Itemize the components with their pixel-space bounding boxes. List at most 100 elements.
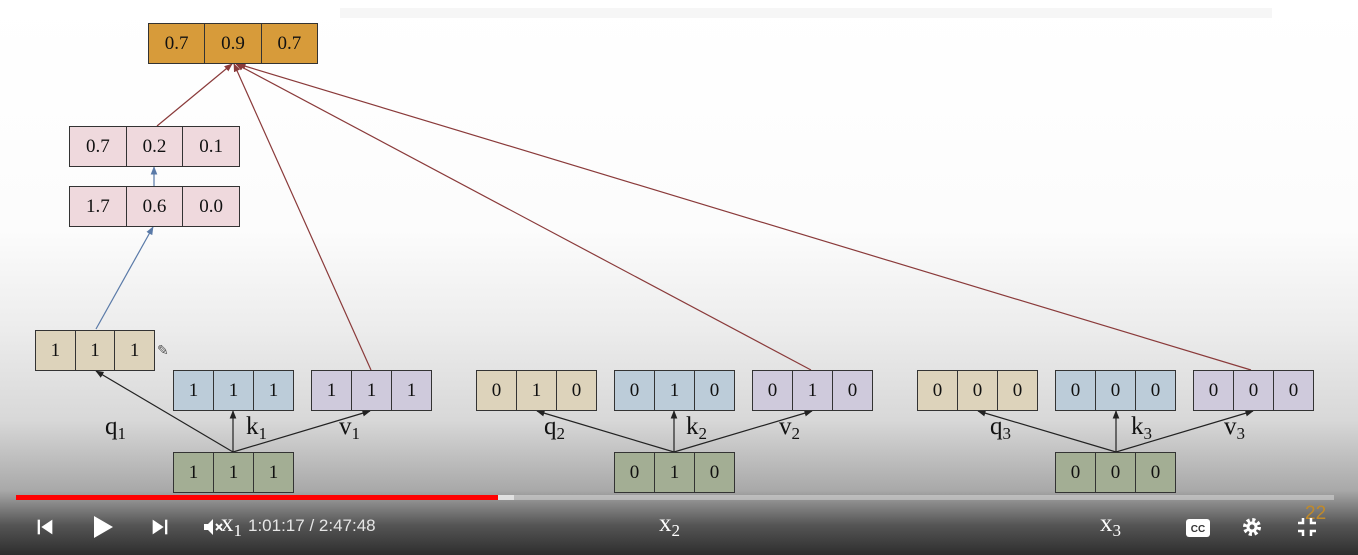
time-total: 2:47:48 — [318, 516, 376, 535]
x2-cell: 1 — [655, 453, 695, 492]
arrow-x3-to-v3 — [1115, 409, 1254, 453]
score-cell: 0.6 — [127, 187, 184, 226]
x3-cell: 0 — [1096, 453, 1136, 492]
x3-label: x3 — [1100, 510, 1121, 540]
scores-vector: 1.7 0.6 0.0 — [69, 186, 240, 227]
v1-label: v1 — [339, 413, 360, 443]
arrow-v3-to-output — [237, 62, 1252, 371]
softmax-cell: 0.2 — [127, 127, 184, 166]
x2-cell: 0 — [615, 453, 655, 492]
output-cell: 0.7 — [149, 24, 206, 63]
svg-text:CC: CC — [1191, 524, 1205, 535]
output-cell: 0.7 — [277, 32, 302, 54]
x1-cell: 1 — [268, 461, 279, 483]
q3-vector: 0 0 0 — [917, 370, 1038, 411]
gear-icon — [1243, 518, 1261, 536]
k1-cell: 1 — [174, 371, 214, 410]
v1-vector: 1 1 1 — [311, 370, 432, 411]
k3-cell: 0 — [1150, 379, 1161, 401]
time-current: 1:01:17 — [248, 516, 305, 535]
k3-cell: 0 — [1096, 371, 1136, 410]
q3-cell: 0 — [1012, 379, 1023, 401]
v3-label: v3 — [1224, 413, 1245, 443]
k2-vector: 0 1 0 — [614, 370, 735, 411]
v2-label: v2 — [779, 413, 800, 443]
exit-fullscreen-icon — [1298, 518, 1316, 536]
q2-vector: 0 1 0 — [476, 370, 597, 411]
skip-next-button[interactable] — [145, 512, 175, 542]
v3-cell: 0 — [1234, 371, 1274, 410]
k1-cell: 1 — [268, 379, 279, 401]
x2-label: x2 — [659, 510, 680, 540]
captions-button[interactable]: CC — [1183, 513, 1213, 543]
v1-cell: 1 — [312, 371, 352, 410]
k1-cell: 1 — [214, 371, 254, 410]
k3-vector: 0 0 0 — [1055, 370, 1176, 411]
x1-cell: 1 — [214, 453, 254, 492]
skip-previous-button[interactable] — [30, 512, 60, 542]
score-cell: 1.7 — [70, 187, 127, 226]
q3-cell: 0 — [918, 371, 958, 410]
skip-previous-icon — [37, 519, 53, 535]
progress-played — [16, 495, 499, 500]
x3-cell: 0 — [1150, 461, 1161, 483]
pencil-cursor-icon: ✎ — [157, 344, 169, 359]
q2-cell: 1 — [517, 371, 557, 410]
x1-label: x1 — [221, 510, 242, 540]
play-icon — [94, 516, 113, 538]
volume-muted-icon — [204, 519, 223, 535]
v1-cell: 1 — [406, 379, 417, 401]
v2-cell: 0 — [753, 371, 793, 410]
time-display: 1:01:17 / 2:47:48 — [248, 516, 376, 536]
softmax-cell: 0.7 — [70, 127, 127, 166]
arrow-x3-to-q3 — [977, 409, 1117, 453]
output-cell: 0.9 — [205, 24, 262, 63]
k3-label: k3 — [1131, 413, 1152, 443]
play-button[interactable] — [86, 510, 120, 544]
k1-vector: 1 1 1 — [173, 370, 294, 411]
settings-button[interactable] — [1237, 512, 1267, 542]
q1-label: q1 — [105, 413, 126, 443]
v3-vector: 0 0 0 — [1193, 370, 1314, 411]
arrow-x1-to-v1 — [232, 409, 371, 453]
k2-cell: 0 — [615, 371, 655, 410]
arrow-x1-to-q1 — [95, 370, 234, 453]
x2-cell: 0 — [709, 461, 720, 483]
k1-label: k1 — [246, 413, 267, 443]
v3-cell: 0 — [1194, 371, 1234, 410]
slide-top-strip — [340, 8, 1272, 18]
q1-cell: 1 — [129, 339, 140, 361]
arrow-x2-to-v2 — [673, 409, 813, 453]
k2-label: k2 — [686, 413, 707, 443]
x2-vector: 0 1 0 — [614, 452, 735, 493]
v2-vector: 0 1 0 — [752, 370, 873, 411]
q2-cell: 0 — [571, 379, 582, 401]
captions-icon: CC — [1186, 519, 1210, 537]
q2-label: q2 — [544, 413, 565, 443]
arrow-x2-to-q2 — [536, 409, 675, 453]
k2-cell: 1 — [655, 371, 695, 410]
exit-fullscreen-button[interactable] — [1292, 512, 1322, 542]
v2-cell: 0 — [847, 379, 858, 401]
k2-cell: 0 — [709, 379, 720, 401]
x1-cell: 1 — [174, 453, 214, 492]
arrow-v1-to-output — [233, 63, 372, 371]
progress-bar[interactable] — [16, 495, 1334, 500]
v3-cell: 0 — [1288, 379, 1299, 401]
q1-cell: 1 — [36, 331, 76, 370]
softmax-weights-vector: 0.7 0.2 0.1 — [69, 126, 240, 167]
q3-label: q3 — [990, 413, 1011, 443]
v1-cell: 1 — [352, 371, 392, 410]
arrow-v2-to-output — [235, 63, 812, 371]
x3-cell: 0 — [1056, 453, 1096, 492]
output-vector: 0.7 0.9 0.7 — [148, 23, 318, 64]
q3-cell: 0 — [958, 371, 998, 410]
mute-button[interactable] — [198, 512, 228, 542]
arrow-softmax-to-output — [156, 63, 233, 127]
q1-cell: 1 — [76, 331, 116, 370]
k3-cell: 0 — [1056, 371, 1096, 410]
softmax-cell: 0.1 — [199, 135, 224, 157]
score-cell: 0.0 — [199, 195, 224, 217]
